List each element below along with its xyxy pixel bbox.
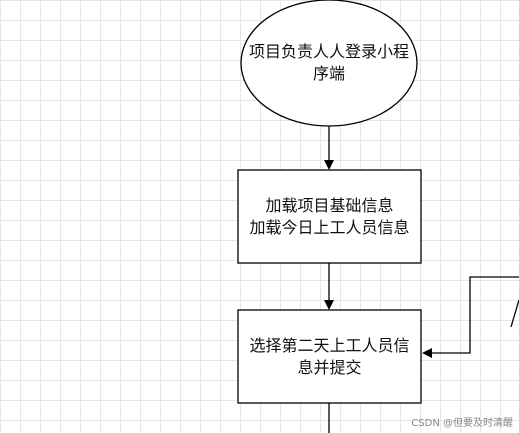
select-node-shape — [237, 309, 422, 404]
load-node-label: 加载项目基础信息 加载今日上工人员信息 — [249, 195, 410, 237]
select-node-label: 选择第二天上工人员信息并提交 — [249, 335, 410, 377]
connector-loopback-to-select — [422, 276, 519, 358]
partial-shape-edge — [510, 299, 519, 328]
start-node-label: 项目负责人人登录小程序端 — [249, 42, 410, 83]
watermark-text: CSDN @但要及时清醒 — [411, 418, 513, 429]
load-node-shape — [237, 169, 422, 264]
